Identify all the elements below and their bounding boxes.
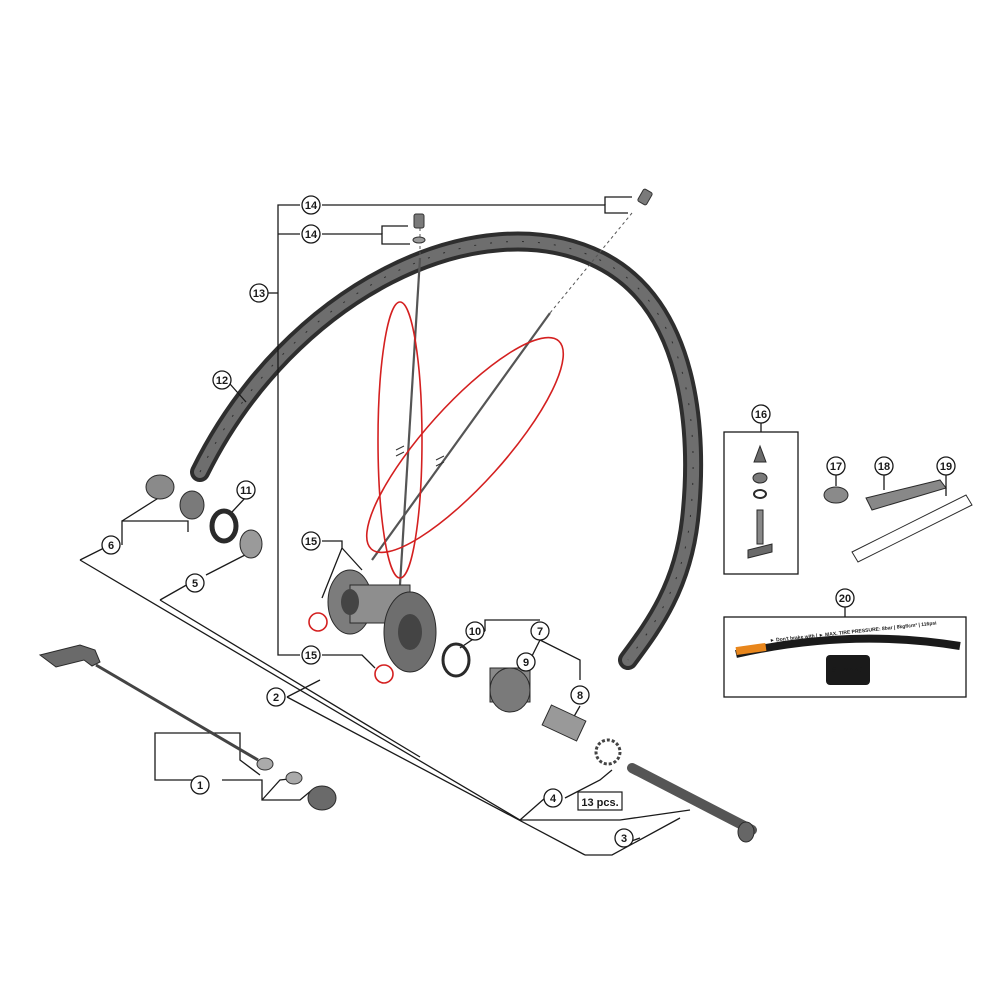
decal-box: ► Don't brake with | ► MAX. TIRE PRESSUR…	[723, 606, 967, 698]
callout-19: 19	[936, 456, 956, 476]
quantity-label: 13 pcs.	[577, 791, 623, 811]
callout-10: 10	[465, 621, 485, 641]
svg-text:8: 8	[577, 690, 583, 702]
callout-15b: 15	[301, 645, 321, 665]
svg-text:6: 6	[108, 540, 114, 552]
svg-text:13: 13	[253, 288, 265, 300]
svg-text:3: 3	[621, 833, 627, 845]
svg-text:15: 15	[305, 650, 317, 662]
svg-text:7: 7	[537, 626, 543, 638]
svg-text:10: 10	[469, 626, 481, 638]
callout-2: 2	[266, 687, 286, 707]
svg-text:15: 15	[305, 536, 317, 548]
spokes	[371, 212, 633, 586]
svg-text:11: 11	[240, 485, 252, 497]
callout-14b: 14	[301, 224, 321, 244]
callout-17: 17	[826, 456, 846, 476]
callout-13: 13	[249, 283, 269, 303]
valve-set-box	[723, 423, 799, 575]
left-parts	[145, 474, 263, 559]
callout-8: 8	[570, 685, 590, 705]
leader-lines	[79, 196, 691, 856]
svg-text:5: 5	[192, 578, 198, 590]
svg-text:17: 17	[830, 461, 842, 473]
callout-6: 6	[101, 535, 121, 555]
svg-text:4: 4	[550, 793, 557, 805]
quick-release-skewer	[38, 644, 337, 811]
svg-text:1: 1	[197, 780, 203, 792]
svg-text:12: 12	[216, 375, 228, 387]
small-parts	[823, 474, 973, 563]
svg-text:14: 14	[305, 229, 318, 241]
callout-16: 16	[751, 404, 771, 424]
svg-text:16: 16	[755, 409, 767, 421]
highlight-marks	[308, 301, 565, 684]
spoke-nipples	[412, 188, 653, 244]
rear-hub	[327, 569, 437, 673]
callout-5: 5	[185, 573, 205, 593]
svg-text:18: 18	[878, 461, 890, 473]
svg-text:9: 9	[523, 657, 529, 669]
callout-3: 3	[614, 828, 634, 848]
callout-20: 20	[835, 588, 855, 608]
callout-14a: 14	[301, 195, 321, 215]
callout-4: 4	[543, 788, 563, 808]
callout-15a: 15	[301, 531, 321, 551]
svg-text:14: 14	[305, 200, 318, 212]
svg-text:19: 19	[940, 461, 952, 473]
rim-part	[190, 231, 704, 670]
callout-7: 7	[530, 621, 550, 641]
freehub-parts	[441, 642, 757, 843]
callout-18: 18	[874, 456, 894, 476]
quantity-note: 13 pcs.	[581, 797, 618, 809]
svg-text:20: 20	[839, 593, 851, 605]
callout-12: 12	[212, 370, 232, 390]
callout-1: 1	[190, 775, 210, 795]
decal-hub-logo: SHIMANO	[831, 667, 865, 674]
callout-11: 11	[236, 480, 256, 500]
svg-text:2: 2	[273, 692, 279, 704]
callout-9: 9	[516, 652, 536, 672]
